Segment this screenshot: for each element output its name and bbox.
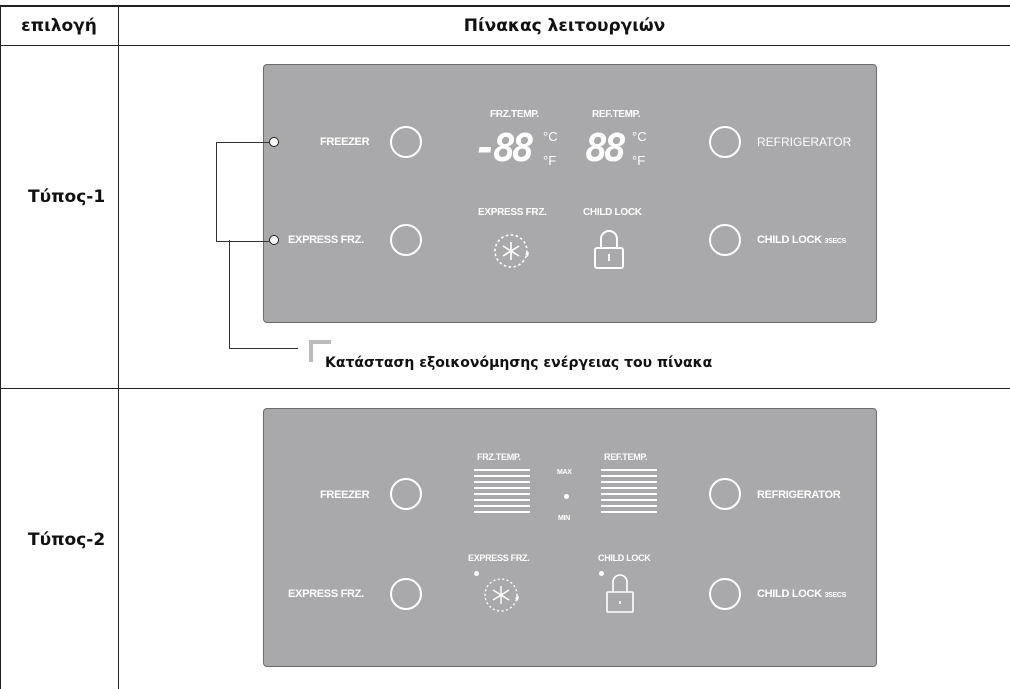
- table-top-border: [0, 5, 1010, 7]
- lock-icon: [594, 230, 624, 269]
- freezer-button-2[interactable]: [390, 478, 422, 510]
- freezer-button[interactable]: [390, 126, 422, 158]
- child-lock-icon-label-2: CHILD LOCK: [598, 553, 651, 563]
- header-bottom-border: [0, 45, 1010, 46]
- child-lock-led-dot: [599, 571, 604, 576]
- control-panel-type1: [263, 64, 877, 323]
- freezer-indicator-led: [269, 137, 279, 147]
- express-frz-label-2: EXPRESS FRZ.: [288, 588, 364, 600]
- express-frz-icon-label: EXPRESS FRZ.: [478, 207, 547, 218]
- ref-temp-label: REF.TEMP.: [592, 109, 641, 120]
- express-freeze-icon: [494, 234, 529, 268]
- freezer-fahrenheit-unit: °F: [543, 153, 557, 168]
- freezer-temp-display: -88: [474, 126, 535, 170]
- row-divider: [0, 388, 1010, 389]
- freezer-celsius-unit: °C: [543, 129, 558, 144]
- frz-temp-label-2: FRZ.TEMP.: [477, 452, 521, 462]
- express-frz-button-2[interactable]: [390, 578, 422, 610]
- energy-saving-note: Κατάσταση εξοικονόμησης ενέργειας του πί…: [325, 355, 713, 371]
- header-panel: Πίνακας λειτουργιών: [463, 16, 666, 36]
- refrigerator-temp-display: 88: [585, 126, 627, 170]
- child-lock-icon-label: CHILD LOCK: [583, 207, 642, 218]
- child-lock-button-2[interactable]: [709, 578, 741, 610]
- child-lock-duration: 3SECS: [824, 238, 847, 245]
- note-corner-mark: [309, 340, 331, 362]
- child-lock-text-2: CHILD LOCK: [757, 588, 822, 600]
- child-lock-label: CHILD LOCK 3SECS: [757, 234, 846, 246]
- level-center-dot: [564, 494, 569, 499]
- express-frz-icon-label-2: EXPRESS FRZ.: [468, 553, 530, 563]
- row-label-type2: Τύπος-2: [28, 530, 106, 550]
- column-divider: [118, 5, 119, 689]
- refrigerator-celsius-unit: °C: [632, 129, 647, 144]
- child-lock-label-2: CHILD LOCK 3SECS: [757, 588, 846, 600]
- row-label-type1: Τύπος-1: [28, 187, 106, 207]
- child-lock-button[interactable]: [709, 224, 741, 256]
- refrigerator-button-2[interactable]: [709, 478, 741, 510]
- child-lock-text: CHILD LOCK: [757, 234, 822, 246]
- table-left-border: [0, 5, 1, 689]
- freezer-label-2: FREEZER: [320, 489, 370, 501]
- freezer-level-bars: [474, 469, 530, 517]
- led-bracket-line: [216, 142, 270, 242]
- lock-icon-2: [606, 574, 634, 613]
- min-label: MIN: [558, 515, 570, 522]
- express-frz-indicator-led: [269, 235, 279, 245]
- express-freeze-icon-2: [484, 578, 519, 612]
- express-frz-led-dot: [474, 571, 479, 576]
- note-leader-line: [229, 240, 298, 349]
- refrigerator-fahrenheit-unit: °F: [632, 153, 646, 168]
- express-frz-label: EXPRESS FRZ.: [288, 234, 364, 246]
- header-option: επιλογή: [21, 16, 97, 36]
- express-frz-button[interactable]: [390, 224, 422, 256]
- refrigerator-label-2: REFRIGERATOR: [757, 489, 841, 501]
- child-lock-duration-2: 3SECS: [824, 592, 847, 599]
- refrigerator-button[interactable]: [709, 126, 741, 158]
- refrigerator-level-bars: [601, 469, 657, 517]
- freezer-label: FREEZER: [320, 136, 370, 148]
- max-label: MAX: [557, 469, 572, 476]
- ref-temp-label-2: REF.TEMP.: [604, 452, 648, 462]
- frz-temp-label: FRZ.TEMP.: [490, 109, 539, 120]
- control-panel-type2: [263, 408, 877, 667]
- refrigerator-label: REFRIGERATOR: [757, 135, 852, 149]
